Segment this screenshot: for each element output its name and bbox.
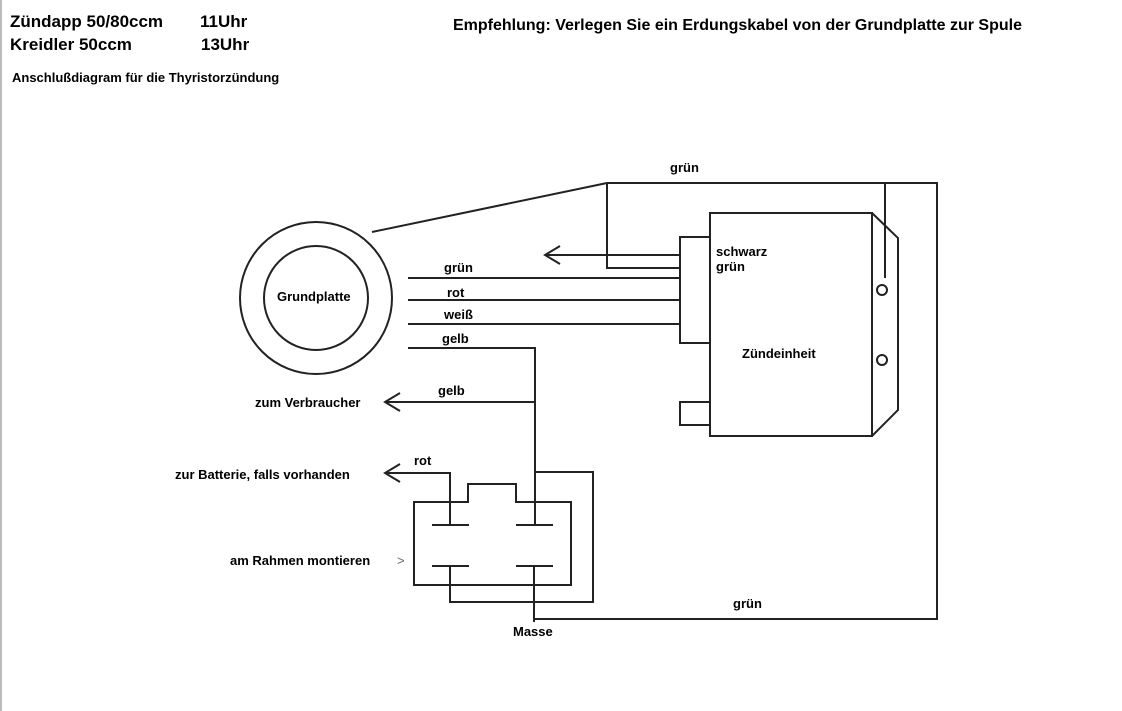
- rahmen-label: am Rahmen montieren: [230, 553, 371, 568]
- wire-schwarz-arrow: [543, 245, 680, 265]
- model-kreidler: Kreidler 50ccm: [10, 35, 132, 54]
- grundplatte-shape: [239, 221, 393, 375]
- wire-label-weiss: weiß: [444, 307, 473, 322]
- time-kreidler: 13Uhr: [201, 35, 250, 54]
- subtitle: Anschlußdiagram für die Thyristorzündung: [12, 70, 280, 85]
- regulator-shape: [383, 463, 594, 622]
- wire-label-rot2: rot: [414, 453, 432, 468]
- wire-green-to-unit: [606, 183, 680, 269]
- wire-gelb-verbraucher: [383, 392, 535, 412]
- wire-label-rot: rot: [447, 285, 465, 300]
- rahmen-arrow: >: [397, 553, 405, 568]
- recommendation: Empfehlung: Verlegen Sie ein Erdungskabe…: [453, 17, 1022, 34]
- wire-gelb: [408, 347, 536, 525]
- time-zuendapp: 11Uhr: [200, 12, 248, 31]
- verbraucher-label: zum Verbraucher: [255, 395, 361, 410]
- wire-label-gelb2: gelb: [438, 383, 465, 398]
- left-border: [0, 0, 2, 711]
- grundplatte-label: Grundplatte: [277, 289, 351, 304]
- wire-label-top: grün: [670, 160, 699, 175]
- zuendeinheit-label: Zündeinheit: [742, 346, 816, 361]
- zuendeinheit-shape: [679, 183, 899, 437]
- wire-label-bottom: grün: [733, 596, 762, 611]
- wire-label-schwarz: schwarz: [716, 244, 768, 259]
- model-zuendapp: Zündapp 50/80ccm: [10, 12, 164, 31]
- wire-label-gelb: gelb: [442, 331, 469, 346]
- wire-top-green: [534, 182, 938, 620]
- batterie-label: zur Batterie, falls vorhanden: [175, 467, 350, 482]
- wire-label-gruen-unit: grün: [716, 259, 745, 274]
- ground-cable: [371, 182, 608, 233]
- masse-label: Masse: [513, 624, 553, 639]
- wire-label-gruen: grün: [444, 260, 473, 275]
